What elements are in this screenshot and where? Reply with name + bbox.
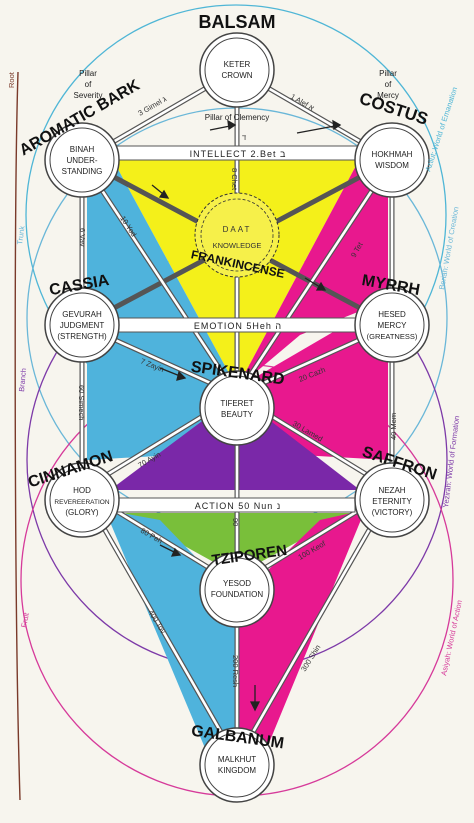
hesed-title: HESED (378, 310, 406, 319)
nezah-line3: (VICTORY) (372, 508, 413, 517)
daat-title: DAAT (223, 225, 252, 234)
world-asiyah: Asiyah: World of Action (439, 599, 464, 676)
path-mem: 40 Mem (389, 413, 398, 440)
tiferet-node: TIFERET BEAUTY (199, 370, 275, 446)
pillar-mercy-1: Pillar (379, 69, 397, 78)
binah-node: BINAH UNDER- STANDING (44, 122, 120, 198)
path-resh: 200 Resh (231, 655, 240, 687)
hesed-line3: (GREATNESS) (367, 332, 418, 341)
binah-line3: STANDING (62, 167, 103, 176)
pillar-mercy-2: of (385, 80, 392, 89)
nezah-node: NEZAH ETERNITY (VICTORY) (354, 462, 430, 538)
arrow-icon (227, 119, 237, 131)
hesed-line2: MERCY (378, 321, 408, 330)
keter-title: KETER (224, 60, 251, 69)
arrow-icon (249, 701, 261, 712)
gevurah-line3: (STRENGTH) (57, 332, 107, 341)
hod-line2: REVEREERATION (54, 499, 109, 506)
hod-title: HOD (73, 486, 91, 495)
daat-circle (194, 192, 280, 278)
malkhut-subtitle: KINGDOM (218, 766, 257, 775)
daat-node: DAAT KNOWLEDGE (194, 192, 280, 278)
emotion-label: EMOTION 5Heh ה (194, 321, 282, 331)
pillar-severity-1: Pillar (79, 69, 97, 78)
daat-subtitle: KNOWLEDGE (213, 241, 262, 250)
world-branch: Branch (17, 368, 28, 392)
hokhmah-subtitle: WISDOM (375, 161, 409, 170)
gevurah-node: GEVURAH JUDGMENT (STRENGTH) (44, 287, 120, 363)
arrow-icon (170, 547, 182, 557)
pillar-mercy-3: Mercy (377, 91, 399, 100)
root-line (14, 71, 21, 801)
world-fruit: Fruit (19, 611, 31, 628)
arrow-icon (332, 119, 342, 131)
path-samech: 60 Simech (77, 385, 86, 420)
yesod-subtitle: FOUNDATION (211, 590, 264, 599)
arrow-icon (176, 370, 187, 381)
gevurah-line2: JUDGMENT (60, 321, 105, 330)
sefirot-nodes: KETER CROWN BINAH UNDER- STANDING HOKHMA… (44, 32, 430, 803)
world-root: Root (7, 71, 16, 88)
gevurah-title: GEVURAH (62, 310, 102, 319)
yesod-title: YESOD (223, 579, 251, 588)
keter-node: KETER CROWN (199, 32, 275, 108)
path-vav: 6 Vav (78, 228, 87, 247)
arrow-icon (158, 189, 170, 199)
hod-node: HOD REVEREERATION (GLORY) (44, 462, 120, 538)
path-chet: 8 Chet (230, 168, 239, 191)
world-trunk: Trunk (15, 225, 27, 245)
path-tzadi: 90 (231, 518, 240, 526)
tiferet-title: TIFERET (220, 399, 253, 408)
binah-title: BINAH (70, 145, 95, 154)
arrow-icon (315, 281, 327, 291)
yesod-node: YESOD FOUNDATION (199, 552, 275, 628)
nezah-line2: ETERNITY (372, 497, 412, 506)
nezah-title: NEZAH (378, 486, 405, 495)
binah-line2: UNDER- (66, 156, 97, 165)
hesed-node: HESED MERCY (GREATNESS) (354, 287, 430, 363)
hokhmah-title: HOKHMAH (372, 150, 413, 159)
world-azilut: Azilut: World of Emanation (423, 86, 459, 173)
tiferet-subtitle: BEAUTY (221, 410, 254, 419)
pillar-severity-3: Severity (74, 91, 103, 100)
action-label: ACTION 50 Nun נ (195, 501, 282, 511)
spice-balsam: BALSAM (199, 12, 276, 32)
hokhmah-node: HOKHMAH WISDOM (354, 122, 430, 198)
world-beriah: Beriah: World of Creation (437, 206, 460, 290)
hod-line3: (GLORY) (65, 508, 99, 517)
path-dalet: ד (242, 133, 246, 142)
flow-arrows (151, 119, 342, 712)
pillar-severity-2: of (85, 80, 92, 89)
keter-subtitle: CROWN (221, 71, 252, 80)
malkhut-node: MALKHUT KINGDOM (199, 727, 275, 803)
cyan-left-region (87, 160, 237, 460)
intellect-label: INTELLECT 2.Bet ב (190, 149, 287, 159)
pillar-clemency: Pillar of Clemency (205, 113, 269, 122)
malkhut-title: MALKHUT (218, 755, 256, 764)
pillar-labels: Pillar of Severity Pillar of Mercy Pilla… (74, 69, 399, 122)
